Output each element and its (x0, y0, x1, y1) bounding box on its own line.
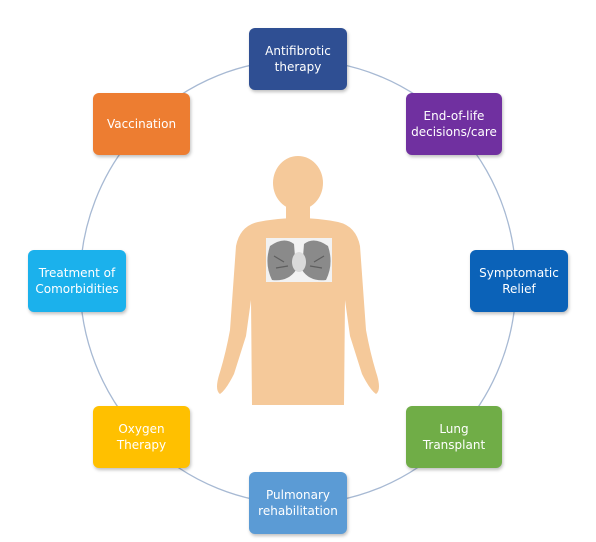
node-pulmonary-rehabilitation: Pulmonary rehabilitation (249, 472, 347, 534)
node-oxygen-therapy: Oxygen Therapy (93, 406, 190, 468)
node-lung-transplant: Lung Transplant (406, 406, 502, 468)
node-vaccination: Vaccination (93, 93, 190, 155)
node-antifibrotic-therapy: Antifibrotic therapy (249, 28, 347, 90)
node-end-of-life-care: End-of-life decisions/care (406, 93, 502, 155)
body-silhouette (217, 156, 379, 405)
lung-ct-image (266, 238, 332, 282)
node-treatment-of-comorbidities: Treatment of Comorbidities (28, 250, 126, 312)
node-symptomatic-relief: Symptomatic Relief (470, 250, 568, 312)
